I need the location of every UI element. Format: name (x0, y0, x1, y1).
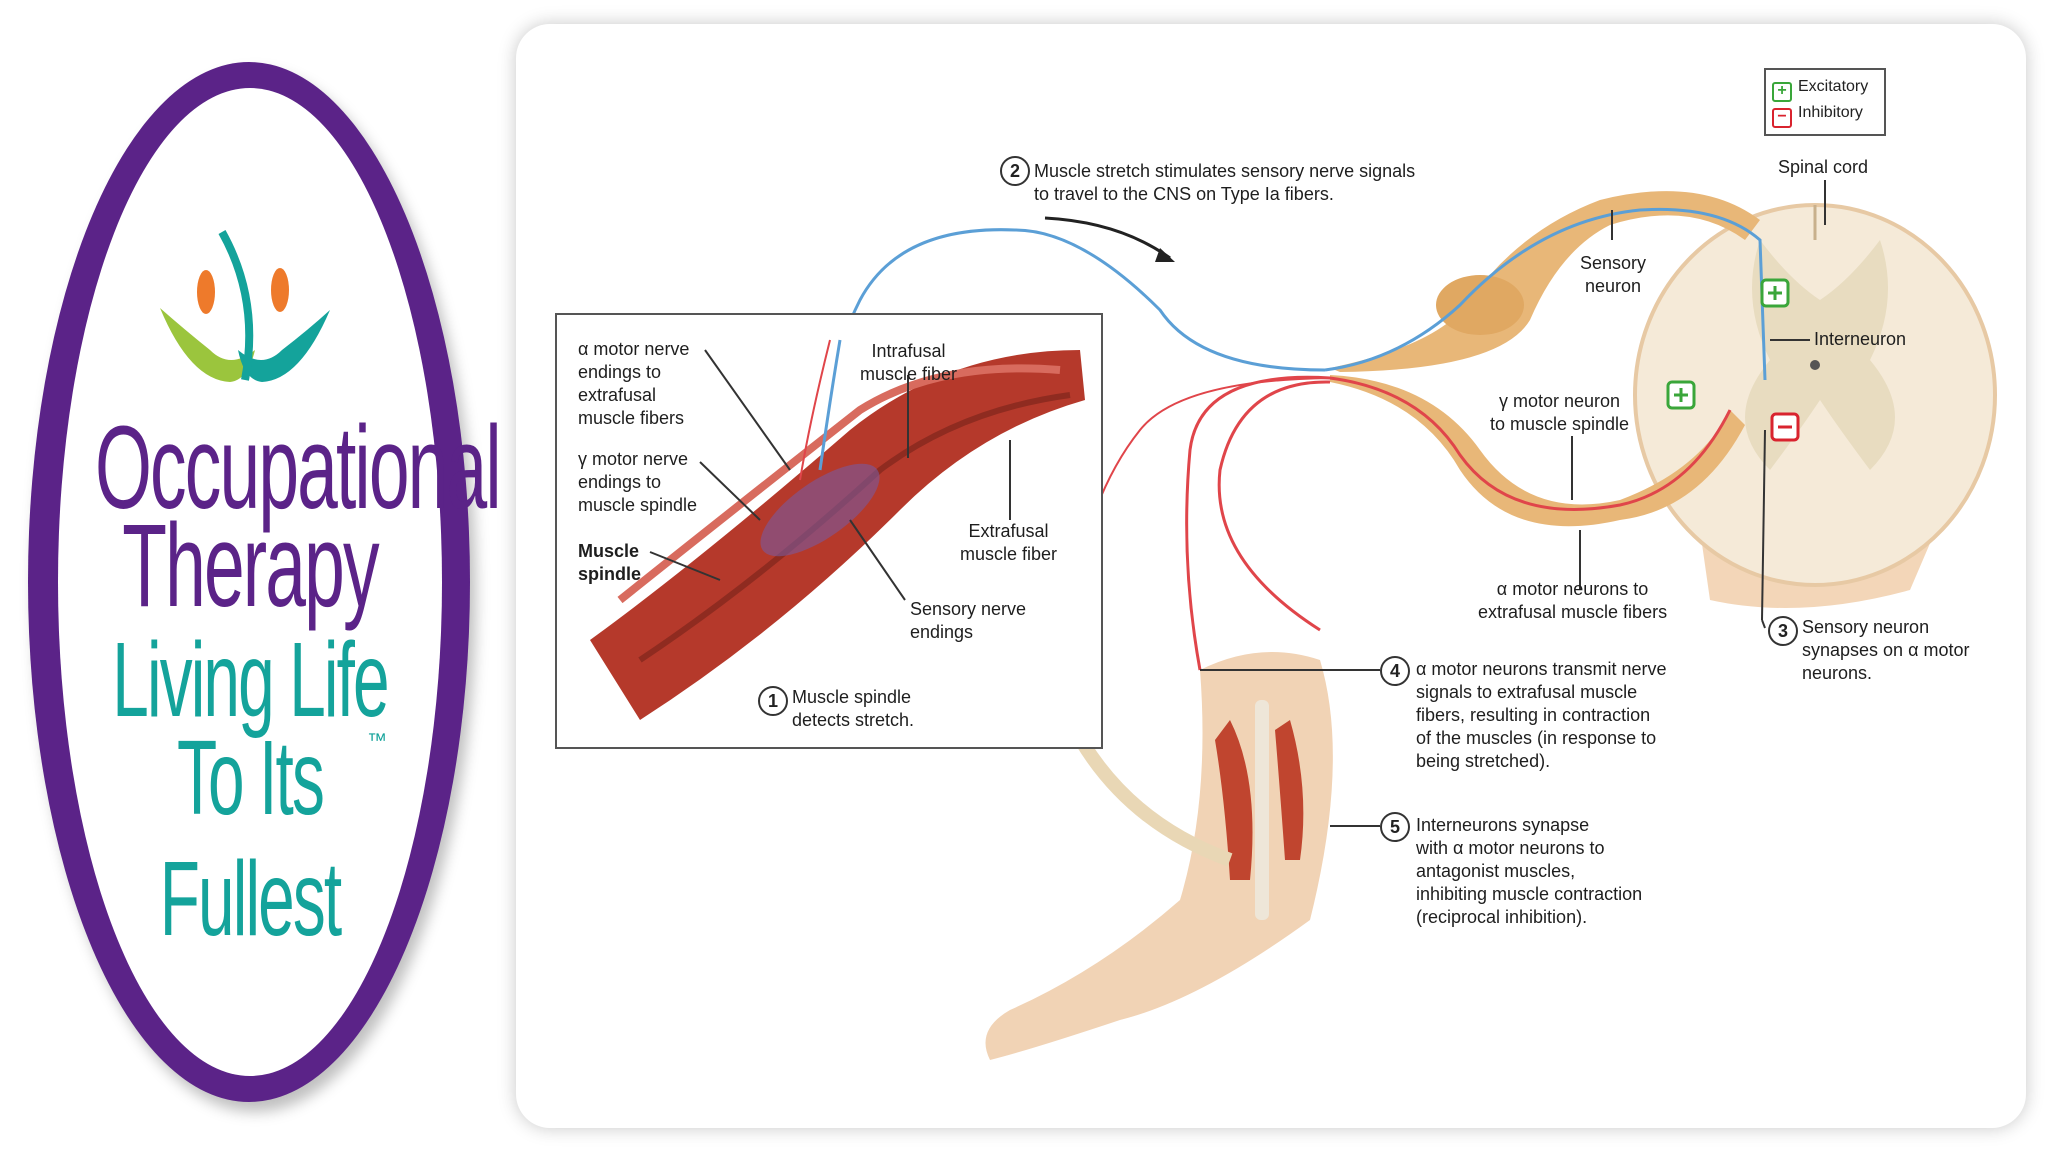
label-spinal-cord: Spinal cord (1778, 157, 1869, 177)
logo-trademark: ™ (367, 730, 387, 752)
label-interneuron: Interneuron (1814, 329, 1907, 349)
label-intrafusal-fiber: Intrafusal muscle fiber (860, 341, 958, 384)
logo-fullest-text: To Its Fullest (159, 719, 342, 958)
label-sensory-endings: Sensory nerve endings (910, 599, 1027, 642)
label-alpha-motor-neurons: α motor neurons to extrafusal muscle fib… (1478, 579, 1668, 622)
step-1-text: Muscle spindle detects stretch. (792, 687, 915, 730)
label-alpha-nerve-endings: α motor nerve endings to extrafusal musc… (578, 339, 690, 428)
legend-excitatory-label: Excitatory (1798, 78, 1869, 95)
step-5-number: 5 (1380, 812, 1410, 842)
step-5-text: Interneurons synapse with α motor neuron… (1416, 815, 1643, 927)
logo-therapy-text: Therapy (122, 500, 379, 632)
arm-illustration (985, 652, 1333, 1060)
step-3-text: Sensory neuron synapses on α motor neuro… (1802, 617, 1970, 683)
minus-icon: − (1772, 108, 1792, 128)
step-1-number: 1 (758, 686, 788, 716)
legend-excitatory: + Excitatory (1772, 78, 1868, 102)
logo-background (58, 88, 442, 1076)
step-4-number: 4 (1380, 656, 1410, 686)
legend-inhibitory-label: Inhibitory (1798, 104, 1863, 121)
plus-icon: + (1772, 82, 1792, 102)
label-gamma-motor-neuron: γ motor neuron to muscle spindle (1490, 391, 1630, 434)
muscle-fiber-illustration (590, 350, 1085, 720)
logo-figures-icon (160, 230, 330, 382)
logo-living-life-text: Living Life (112, 621, 389, 739)
legend: + Excitatory −Inhibitory (1764, 68, 1886, 136)
label-sensory-neuron: Sensory neuron (1580, 253, 1647, 296)
label-gamma-nerve-endings: γ motor nerve endings to muscle spindle (578, 449, 698, 515)
step-2-text: Muscle stretch stimulates sensory nerve … (1034, 161, 1416, 204)
label-muscle-spindle: Muscle spindle (578, 541, 642, 584)
step-4-text: α motor neurons transmit nerve signals t… (1416, 659, 1667, 771)
step-3-number: 3 (1768, 616, 1798, 646)
label-extrafusal-fiber: Extrafusal muscle fiber (960, 521, 1058, 564)
legend-inhibitory: −Inhibitory (1772, 104, 1863, 128)
step-2-number: 2 (1000, 156, 1030, 186)
